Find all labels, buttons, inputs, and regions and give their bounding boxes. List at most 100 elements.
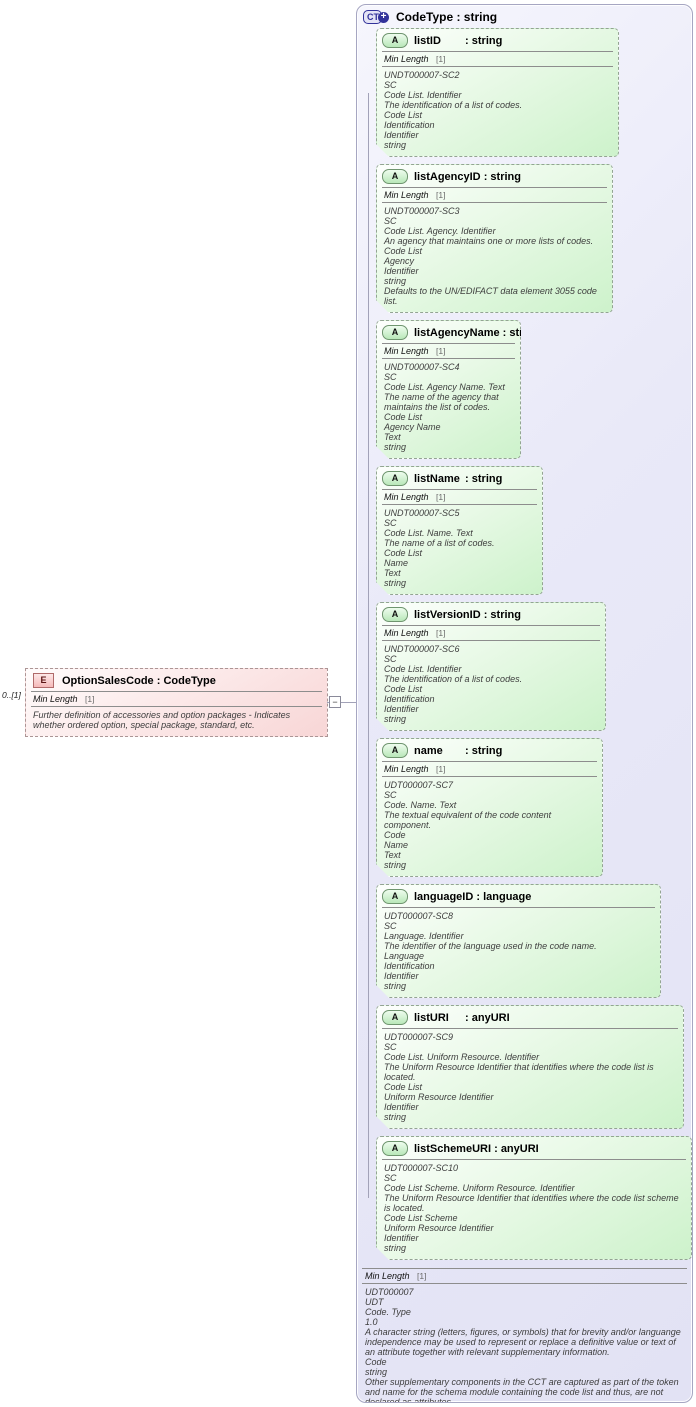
divider — [382, 504, 537, 505]
attribute-name: listID — [414, 34, 441, 47]
complex-type-box[interactable]: CT + CodeType : string A listID : string… — [356, 4, 693, 1403]
attribute-facet-row: Min Length[1] — [377, 762, 602, 776]
attribute-header: A listURI : anyURI — [377, 1006, 683, 1028]
attribute-header: A languageID : language — [377, 885, 660, 907]
type-separator: : — [453, 10, 464, 24]
attribute-icon: A — [382, 889, 408, 904]
attribute-title: listVersionID : string — [414, 609, 521, 621]
attribute-details: UDT000007-SC7 SC Code. Name. Text The te… — [384, 780, 552, 870]
attribute-details: UDT000007-SC9 SC Code List. Uniform Reso… — [384, 1032, 654, 1122]
complex-type-name: CodeType — [396, 10, 454, 24]
attribute-box[interactable]: A name : string Min Length[1] UDT000007-… — [376, 738, 603, 877]
facet-label: Min Length — [384, 492, 429, 502]
facet-label: Min Length — [384, 190, 429, 200]
attribute-type: string — [509, 326, 540, 339]
type-separator: : — [491, 1142, 501, 1155]
divider — [31, 706, 322, 707]
attribute-type: string — [471, 34, 503, 47]
type-separator: : — [499, 326, 510, 339]
attribute-header: A name : string — [377, 739, 602, 761]
connector-line — [327, 702, 368, 703]
attribute-box[interactable]: A listAgencyName : string Min Length[1] … — [376, 320, 521, 459]
complex-type-facets: Min Length [1] UDT000007 UDT Code. Type 1… — [361, 1268, 688, 1403]
type-separator: : — [462, 472, 472, 485]
facet-value: [1] — [417, 1271, 427, 1281]
attribute-type: string — [471, 472, 503, 485]
attribute-box[interactable]: A listURI : anyURI UDT000007-SC9 SC Code… — [376, 1005, 684, 1129]
attribute-header: A listName : string — [377, 467, 542, 489]
attribute-details: UDT000007-SC10 SC Code List Scheme. Unif… — [384, 1163, 679, 1253]
attribute-title: name : string — [414, 745, 502, 757]
attribute-icon: A — [382, 743, 408, 758]
facet-label: Min Length — [365, 1271, 410, 1281]
type-separator: : — [480, 608, 491, 621]
attribute-details: UNDT000007-SC4 SC Code List. Agency Name… — [384, 362, 505, 452]
divider — [382, 625, 600, 626]
attribute-name: listSchemeURI — [414, 1142, 492, 1155]
element-header: E OptionSalesCode : CodeType — [26, 669, 327, 691]
attribute-name: listAgencyName — [414, 326, 500, 339]
plus-icon[interactable]: + — [378, 11, 389, 23]
attribute-type: string — [490, 170, 521, 183]
occurrence-label: 0..[1] — [2, 690, 21, 700]
attribute-box[interactable]: A listName : string Min Length[1] UNDT00… — [376, 466, 543, 595]
type-separator: : — [462, 744, 472, 757]
divider — [382, 343, 515, 344]
divider — [382, 489, 537, 490]
attribute-type: string — [471, 744, 503, 757]
attribute-name: listURI — [414, 1011, 449, 1024]
divider — [382, 51, 613, 52]
collapse-toggle-icon[interactable]: − — [329, 696, 341, 708]
attribute-title: listAgencyName : string — [414, 327, 540, 339]
attribute-name: listVersionID — [414, 608, 481, 621]
attribute-box[interactable]: A listSchemeURI : anyURI UDT000007-SC10 … — [376, 1136, 692, 1260]
attribute-header: A listVersionID : string — [377, 603, 605, 625]
attribute-details: UDT000007-SC8 SC Language. Identifier Th… — [384, 911, 597, 991]
attribute-name: languageID — [414, 890, 474, 903]
attribute-title: listURI : anyURI — [414, 1012, 510, 1024]
attribute-title: listName : string — [414, 473, 502, 485]
complex-type-title: CodeType : string — [396, 10, 497, 24]
complex-type-icon: CT + — [363, 10, 389, 24]
type-separator: : — [462, 34, 472, 47]
divider — [362, 1283, 687, 1284]
complex-type-details: UDT000007 UDT Code. Type 1.0 A character… — [365, 1287, 681, 1403]
divider — [382, 640, 600, 641]
attribute-icon: A — [382, 169, 408, 184]
divider — [382, 202, 607, 203]
facet-label: Min Length — [384, 346, 429, 356]
facet-label: Min Length — [384, 764, 429, 774]
attribute-details: UNDT000007-SC3 SC Code List. Agency. Ide… — [384, 206, 597, 306]
divider — [382, 761, 597, 762]
attribute-box[interactable]: A listID : string Min Length[1] UNDT0000… — [376, 28, 619, 157]
attribute-box[interactable]: A listVersionID : string Min Length[1] U… — [376, 602, 606, 731]
attribute-facet-row: Min Length [1] — [377, 490, 542, 504]
attribute-name: listAgencyID — [414, 170, 481, 183]
attribute-icon: A — [382, 607, 408, 622]
divider — [382, 1159, 686, 1160]
attribute-icon: A — [382, 1141, 408, 1156]
attribute-header: A listAgencyName : string — [377, 321, 520, 343]
element-name: OptionSalesCode — [62, 674, 154, 687]
facet-value: [1] — [436, 54, 446, 64]
attribute-title: listSchemeURI : anyURI — [414, 1143, 539, 1155]
divider — [31, 691, 322, 692]
attribute-facet-row: Min Length[1] — [377, 344, 520, 358]
attribute-box[interactable]: A listAgencyID : string Min Length [1] UN… — [376, 164, 613, 313]
element-box[interactable]: E OptionSalesCode : CodeType Min Length[… — [25, 668, 328, 737]
facet-value: [1] — [436, 492, 446, 502]
attribute-type: anyURI — [500, 1142, 539, 1155]
attribute-icon: A — [382, 471, 408, 486]
element-description: Further definition of accessories and op… — [33, 710, 291, 730]
attribute-icon: A — [382, 33, 408, 48]
type-separator: : — [153, 674, 164, 687]
element-title: OptionSalesCode : CodeType — [62, 675, 216, 687]
facet-value: [1] — [436, 190, 446, 200]
divider — [362, 1268, 687, 1269]
attribute-title: listAgencyID : string — [414, 171, 521, 183]
attribute-icon: A — [382, 325, 408, 340]
attribute-box[interactable]: A languageID : language UDT000007-SC8 SC… — [376, 884, 661, 998]
attribute-name: listName — [414, 472, 460, 485]
element-type: CodeType — [163, 674, 216, 687]
complex-type-header: CT + CodeType : string — [357, 5, 692, 28]
